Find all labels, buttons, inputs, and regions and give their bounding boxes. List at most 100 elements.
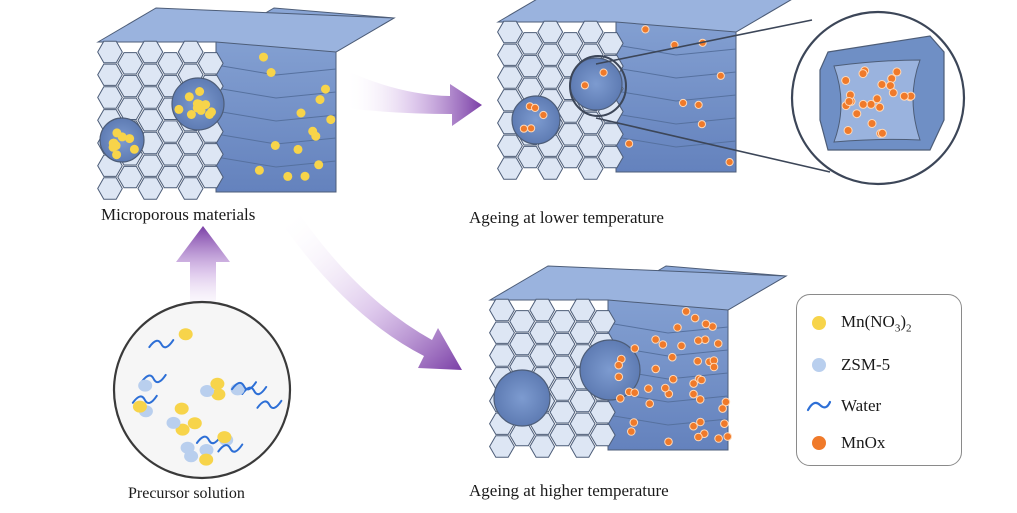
mnox-particle bbox=[668, 374, 678, 384]
framework-cell bbox=[537, 20, 564, 44]
framework-cell bbox=[489, 321, 515, 344]
channel-ridge bbox=[615, 44, 737, 56]
mnox-particle bbox=[718, 404, 727, 413]
channel-ridge bbox=[615, 90, 737, 102]
legend-item-mnox: MnOx bbox=[797, 431, 885, 455]
mn-no3-particle bbox=[175, 423, 190, 436]
mnox-particle bbox=[599, 68, 608, 77]
pore-channel bbox=[511, 95, 561, 145]
label-ageing-lower: Ageing at lower temperature bbox=[469, 208, 664, 227]
framework-cell bbox=[157, 143, 184, 166]
framework-cell bbox=[557, 145, 584, 169]
mn-no3-particle bbox=[199, 453, 214, 466]
water-molecule bbox=[195, 435, 222, 445]
channel-ridge bbox=[215, 64, 337, 76]
framework-cell bbox=[177, 40, 204, 64]
mnox-particle bbox=[630, 388, 640, 398]
mnox-particle bbox=[668, 352, 677, 362]
framework-cell bbox=[157, 120, 184, 143]
water-molecule bbox=[140, 373, 167, 384]
framework-higher-temperature bbox=[488, 265, 788, 458]
mn-no3-particle bbox=[174, 104, 184, 114]
framework-cell bbox=[537, 43, 564, 66]
arrow-up-from-precursor bbox=[176, 226, 230, 320]
mnox-particle bbox=[627, 427, 636, 436]
mnox-particle bbox=[690, 313, 700, 323]
framework-cell bbox=[197, 143, 224, 166]
framework-lower-temperature bbox=[496, 0, 792, 180]
mnox-particle bbox=[641, 25, 650, 34]
mn-no3-particle bbox=[210, 377, 225, 390]
zsm5-particle bbox=[184, 450, 199, 463]
framework-cell bbox=[597, 32, 624, 55]
zoom-line-top bbox=[595, 19, 813, 65]
water-molecule bbox=[131, 394, 158, 404]
mnox-particle bbox=[888, 88, 898, 98]
framework-cell bbox=[597, 145, 624, 169]
mn-no3-particle bbox=[201, 100, 211, 110]
framework-cell bbox=[509, 332, 536, 356]
framework-cell bbox=[537, 157, 564, 180]
framework-cell bbox=[557, 32, 584, 55]
framework-cell bbox=[197, 52, 224, 75]
mnox-particle bbox=[696, 417, 705, 427]
mnox-particle bbox=[694, 432, 703, 442]
framework-cell bbox=[157, 52, 184, 75]
mnox-particle bbox=[899, 91, 909, 101]
mn-no3-particle bbox=[254, 165, 264, 175]
mnox-particle bbox=[694, 100, 703, 110]
framework-cell bbox=[97, 63, 123, 86]
framework-cell bbox=[137, 177, 164, 200]
mnox-particle bbox=[872, 94, 882, 104]
framework-cell bbox=[529, 435, 556, 458]
framework-cell bbox=[497, 157, 523, 180]
framework-cell bbox=[117, 165, 144, 189]
mnox-particle bbox=[720, 419, 729, 429]
mnox-particle bbox=[681, 307, 691, 316]
framework-cell bbox=[549, 378, 576, 401]
framework-cell bbox=[529, 298, 556, 322]
channel-ridge bbox=[615, 136, 737, 148]
legend-label-mnox: MnOx bbox=[841, 433, 886, 452]
framework-cell bbox=[509, 423, 536, 447]
framework-cell bbox=[549, 355, 576, 378]
framework-cell bbox=[137, 86, 164, 109]
framework-cell bbox=[517, 32, 544, 55]
framework-cell bbox=[497, 20, 523, 44]
mnox-particle bbox=[858, 69, 868, 79]
mnox-particle bbox=[664, 437, 673, 447]
framework-cell bbox=[489, 298, 515, 322]
framework-cell bbox=[569, 321, 596, 344]
framework-cell bbox=[577, 134, 604, 157]
mnox-particle bbox=[852, 109, 862, 119]
channel-ridge bbox=[607, 322, 729, 334]
framework-cell bbox=[117, 97, 144, 120]
mnox-particle bbox=[867, 119, 877, 128]
mnox-particle bbox=[630, 344, 640, 353]
framework-cell bbox=[97, 86, 123, 109]
zsm5-dot-icon bbox=[812, 358, 826, 372]
mnox-particle bbox=[616, 394, 625, 403]
mnox-particle bbox=[651, 364, 661, 374]
mn-no3-particle bbox=[300, 171, 310, 181]
framework-cell bbox=[569, 412, 596, 435]
mnox-particle bbox=[700, 335, 710, 345]
mnox-particle bbox=[697, 120, 707, 129]
mnox-particle bbox=[539, 110, 548, 120]
zoom-line-bottom bbox=[595, 117, 831, 173]
framework-cell bbox=[177, 177, 204, 200]
channel-ridge bbox=[615, 113, 737, 125]
framework-cell bbox=[589, 423, 616, 447]
framework-cell bbox=[177, 131, 204, 155]
mn-no3-particle bbox=[259, 52, 268, 62]
water-molecule bbox=[148, 339, 175, 349]
framework-cell bbox=[157, 165, 184, 189]
channel-ridge bbox=[215, 110, 337, 122]
pore-channel bbox=[493, 369, 551, 427]
mn-no3-particle bbox=[311, 131, 321, 141]
framework-cell bbox=[197, 165, 224, 189]
framework-cell bbox=[557, 123, 584, 146]
legend-item-mn-no3: Mn(NO3)2 bbox=[797, 311, 912, 335]
mnox-particle bbox=[689, 421, 698, 431]
mn-no3-particle bbox=[293, 144, 303, 154]
